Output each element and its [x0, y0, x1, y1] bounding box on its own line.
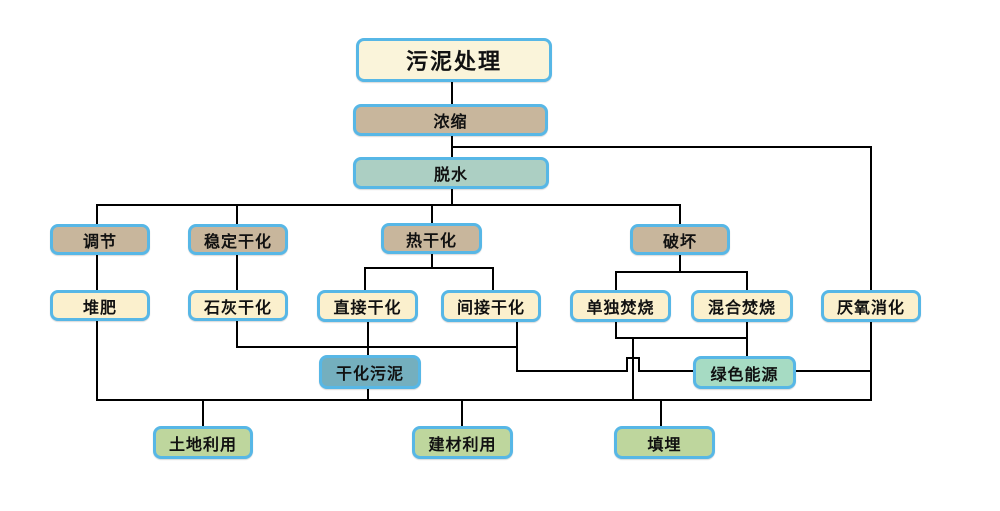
node-sludge-treatment: 污泥处理: [356, 38, 552, 82]
node-mono-incineration: 单独焚烧: [570, 290, 671, 322]
node-conditioning: 调节: [50, 224, 150, 255]
node-land-use: 土地利用: [153, 426, 253, 459]
edge-dewatering-branch: [96, 187, 681, 225]
edge-thermal-split: [364, 253, 494, 291]
node-dried-sludge: 干化污泥: [319, 355, 421, 389]
edge-lime-join: [236, 320, 518, 348]
node-thickening: 浓缩: [353, 104, 548, 136]
node-dewatering: 脱水: [353, 157, 549, 189]
node-composting: 堆肥: [50, 290, 150, 321]
node-anaerobic-digestion: 厌氧消化: [821, 290, 921, 322]
node-landfill: 填埋: [614, 426, 715, 459]
node-direct-drying: 直接干化: [317, 290, 418, 322]
edge-destruction-split: [615, 254, 748, 291]
edge-indirect-greenenergy: [516, 321, 694, 372]
node-indirect-drying: 间接干化: [441, 290, 541, 322]
node-green-energy: 绿色能源: [693, 356, 796, 389]
node-stabilization-drying: 稳定干化: [188, 224, 288, 255]
node-destruction: 破坏: [630, 224, 730, 255]
node-building-material-use: 建材利用: [412, 426, 513, 459]
edge-incineration-join: [615, 321, 748, 358]
node-lime-drying: 石灰干化: [188, 290, 288, 321]
node-thermal-drying: 热干化: [381, 223, 482, 254]
node-co-incineration: 混合焚烧: [691, 290, 793, 322]
